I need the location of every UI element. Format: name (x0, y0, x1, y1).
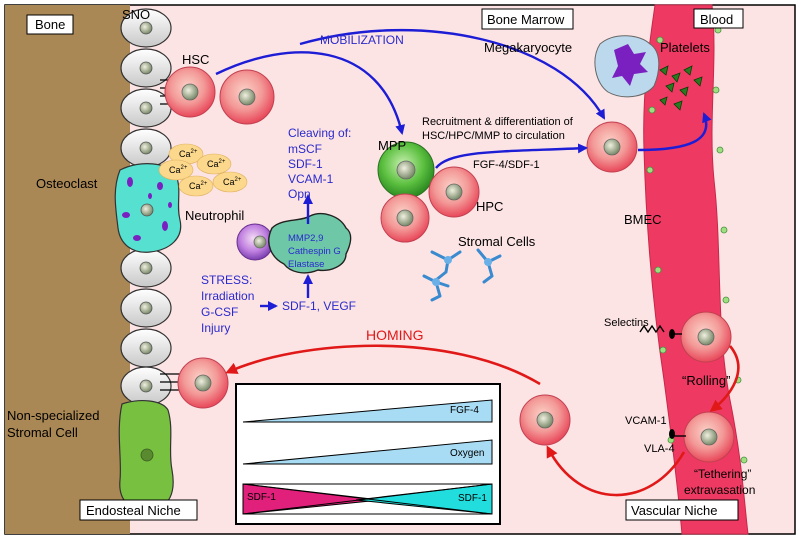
homing-arrow (225, 344, 541, 386)
hpc-cell (428, 166, 480, 218)
svg-text:Ca2+: Ca2+ (189, 181, 208, 191)
gradient-panel: FGF-4 Oxygen SDF-1 SDF-1 (235, 383, 501, 525)
cleaving-list: Cleaving of: mSCF SDF-1 VCAM-1 Opn (288, 126, 351, 201)
blood-label-box: Blood (693, 8, 744, 29)
selectins-label: Selectins (604, 317, 649, 329)
sno-cell (120, 288, 172, 328)
vascular-niche-label-box: Vascular Niche (625, 499, 739, 521)
oxygen-label: Oxygen (450, 448, 484, 459)
rolling-cell (680, 311, 732, 363)
stress-title: STRESS: (201, 273, 252, 287)
selectin-symbol (639, 324, 665, 334)
svg-text:Endosteal Niche: Endosteal Niche (86, 503, 181, 518)
sdf1-left-label: SDF-1 (247, 492, 276, 503)
stromal-cells-label: Stromal Cells (458, 234, 536, 249)
mobilization-arrow-to-blood (299, 28, 606, 120)
rolling-to-tethering-arrow (709, 345, 740, 412)
extravasation-label: extravasation (684, 483, 755, 497)
fgf-sdf-label: FGF-4/SDF-1 (473, 159, 540, 171)
stress-result: SDF-1, VEGF (282, 299, 356, 313)
endosteal-niche-label-box: Endosteal Niche (79, 499, 198, 521)
bone-region (5, 5, 130, 534)
extravasation-arrow (546, 445, 686, 497)
sno-cell (120, 8, 172, 48)
fgf4-label: FGF-4 (450, 405, 479, 416)
cleaving-item: Opn (288, 187, 311, 201)
fgf4-wedge (242, 399, 493, 423)
svg-text:Vascular Niche: Vascular Niche (631, 503, 717, 518)
mobilization-arrow-to-mpp (215, 51, 406, 135)
tethering-cell (683, 411, 735, 463)
svg-text:Ca2+: Ca2+ (207, 159, 226, 169)
hsc-label: HSC (182, 52, 209, 67)
circulating-cell (586, 121, 638, 173)
sno-cell (120, 366, 172, 406)
enzyme-item: Elastase (288, 259, 324, 270)
megakaryocyte-cell (594, 35, 660, 98)
cleaving-item: mSCF (288, 142, 322, 156)
sno-cell-column (120, 8, 172, 406)
cleaving-item: VCAM-1 (288, 172, 334, 186)
vcam-label: VCAM-1 (625, 415, 667, 427)
stress-item: Injury (201, 321, 230, 335)
sno-cell (120, 88, 172, 128)
rolling-label: “Rolling” (682, 373, 730, 388)
homing-label: HOMING (366, 327, 424, 343)
svg-text:Bone: Bone (35, 17, 65, 32)
bone-label-box: Bone (26, 14, 74, 35)
tethering-label: “Tethering” (694, 467, 751, 481)
enzyme-item: MMP2,9 (288, 233, 323, 244)
sno-cell (120, 248, 172, 288)
oxygen-wedge (242, 439, 493, 465)
bmec-label: BMEC (624, 212, 662, 227)
svg-text:Ca2+: Ca2+ (179, 149, 198, 159)
sno-cell (120, 128, 172, 168)
platelet-cells (659, 65, 703, 111)
hsc-cell-homed (177, 357, 229, 409)
osteoclast-label: Osteoclast (36, 176, 98, 191)
svg-text:Bone Marrow: Bone Marrow (487, 12, 565, 27)
sno-cell (120, 328, 172, 368)
recruitment-line-2: HSC/HPC/MMP to circulation (422, 130, 565, 142)
mpp-label: MPP (378, 138, 406, 153)
sdf1-right-label: SDF-1 (458, 493, 487, 504)
cleaving-item: SDF-1 (288, 157, 323, 171)
platelet-release-arrow (637, 112, 712, 152)
hpc-label: HPC (476, 199, 503, 214)
cleaving-title: Cleaving of: (288, 126, 351, 140)
stromal-cell-bodies (432, 256, 492, 286)
mobilization-label: MOBILIZATION (320, 33, 404, 47)
sno-cell (120, 48, 172, 88)
neutrophil-label: Neutrophil (185, 208, 244, 223)
enzyme-blob (268, 212, 352, 274)
stress-item: G-CSF (201, 305, 238, 319)
progenitor-cell (380, 193, 430, 243)
stromal-cell-icons (422, 248, 502, 302)
calcium-ions: Ca2+ Ca2+ Ca2+ Ca2+ Ca2+ (158, 143, 248, 197)
recruitment-arrow (435, 143, 588, 169)
enzyme-list: MMP2,9 Cathespin G Elastase (288, 233, 341, 270)
vcam-anchor (669, 429, 675, 439)
megakaryocyte-label: Megakaryocyte (484, 40, 572, 55)
platelets-label: Platelets (660, 40, 710, 55)
hsc-cell-attached (164, 66, 216, 118)
extravasated-cell (519, 394, 571, 446)
non-specialized-label: Non-specialized (7, 408, 100, 423)
non-specialized-stromal-cell (118, 400, 174, 511)
vla-label: VLA-4 (644, 443, 675, 455)
svg-text:Ca2+: Ca2+ (169, 165, 188, 175)
hsc-cell-free (219, 69, 275, 125)
recruitment-line-1: Recruitment & differentiation of (422, 116, 574, 128)
sno-label: SNO (122, 7, 150, 22)
svg-text:Blood: Blood (700, 12, 733, 27)
neutrophil-cell (236, 223, 274, 261)
bone-marrow-label-box: Bone Marrow (481, 8, 574, 30)
stromal-cell-label: Stromal Cell (7, 425, 78, 440)
svg-text:Ca2+: Ca2+ (223, 177, 242, 187)
enzyme-item: Cathespin G (288, 246, 341, 257)
stress-list: STRESS: Irradiation G-CSF Injury SDF-1, … (201, 273, 356, 335)
stress-item: Irradiation (201, 289, 254, 303)
